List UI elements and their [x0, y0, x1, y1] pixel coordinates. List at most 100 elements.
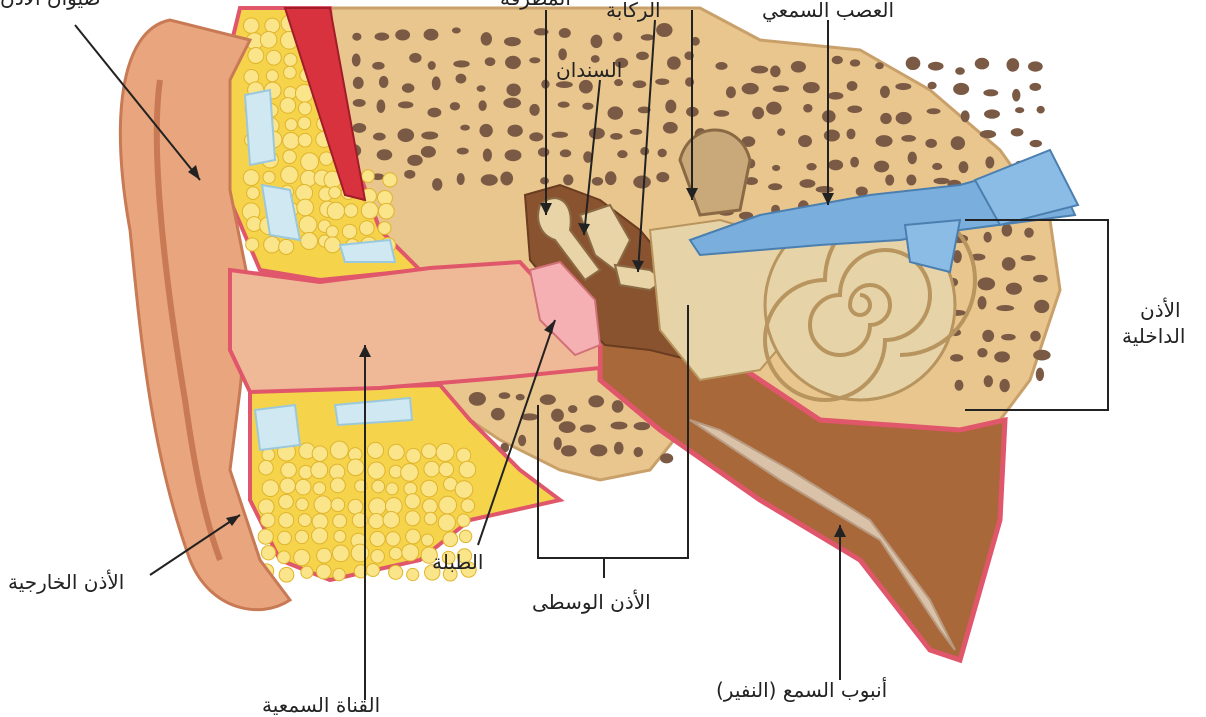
bone-pore — [588, 395, 604, 407]
fat-globule — [284, 53, 297, 66]
bone-pore — [928, 82, 937, 89]
bone-pore — [379, 76, 389, 88]
bone-pore — [500, 171, 513, 185]
bone-pore — [663, 122, 678, 134]
bone-pore — [580, 425, 596, 433]
bone-pore — [847, 106, 862, 113]
bone-pore — [460, 125, 470, 131]
bone-pore — [874, 161, 889, 173]
bone-pore — [478, 100, 486, 111]
bone-pore — [453, 60, 469, 67]
fat-globule — [389, 547, 402, 560]
fat-globule — [243, 170, 259, 186]
label-inner-ear-line1: الأذن — [1140, 298, 1181, 322]
bone-pore — [395, 29, 410, 40]
fat-globule — [263, 171, 275, 183]
fat-globule — [279, 239, 294, 254]
bone-pore — [398, 101, 413, 108]
fat-globule — [301, 233, 318, 250]
bone-pore — [777, 128, 785, 135]
fat-globule — [262, 480, 279, 497]
fat-globule — [369, 498, 386, 515]
bone-pore — [630, 129, 643, 135]
bone-pore — [560, 149, 571, 157]
fat-globule — [298, 514, 311, 527]
bone-pore — [613, 32, 622, 41]
bone-pore — [977, 348, 987, 357]
fat-globule — [439, 496, 457, 514]
bone-pore — [847, 129, 856, 140]
bone-pore — [656, 23, 672, 37]
bone-pore — [457, 148, 469, 155]
bone-pore — [1034, 300, 1049, 313]
bone-pore — [983, 232, 991, 243]
bone-pore — [978, 296, 987, 309]
fat-globule — [406, 529, 421, 544]
bone-pore — [636, 52, 649, 60]
fat-globule — [299, 216, 317, 234]
bone-pore — [828, 160, 843, 171]
bone-pore — [563, 174, 573, 185]
bone-pore — [503, 98, 521, 108]
bone-pore — [959, 161, 969, 173]
bone-pore — [1011, 128, 1024, 136]
bone-pore — [996, 305, 1014, 311]
bone-pore — [983, 89, 998, 96]
fat-globule — [332, 545, 349, 562]
bone-pore — [499, 392, 511, 399]
fat-globule — [438, 514, 455, 531]
bone-pore — [529, 132, 543, 141]
bone-pore — [450, 102, 460, 110]
bone-pore — [850, 157, 859, 168]
bone-pore — [752, 107, 764, 119]
bone-pore — [404, 170, 415, 179]
fat-globule — [248, 48, 264, 64]
bone-pore — [927, 108, 941, 114]
fat-globule — [401, 464, 419, 482]
bone-pore — [984, 375, 993, 387]
bone-pore — [895, 83, 911, 90]
bone-pore — [1002, 257, 1016, 270]
bone-pore — [766, 102, 781, 115]
fat-globule — [330, 464, 345, 479]
bone-pore — [456, 74, 467, 84]
fat-globule — [247, 217, 262, 232]
bone-pore — [1024, 228, 1034, 238]
bone-pore — [353, 123, 367, 133]
fat-globule — [299, 465, 313, 479]
bone-pore — [432, 178, 442, 191]
bone-pore — [591, 35, 603, 49]
bone-pore — [516, 394, 525, 401]
bone-pore — [726, 86, 736, 98]
bone-pore — [667, 56, 681, 69]
bone-pore — [421, 131, 438, 139]
label-stirrup: الركابة — [606, 0, 661, 22]
bone-pore — [505, 56, 521, 69]
bone-pore — [377, 149, 393, 160]
bone-pore — [582, 103, 593, 110]
bone-pore — [816, 186, 834, 193]
fat-globule — [366, 563, 379, 576]
fat-globule — [312, 514, 328, 530]
fat-globule — [313, 482, 326, 495]
fat-globule — [295, 530, 308, 543]
bone-pore — [847, 81, 858, 91]
bone-pore — [634, 422, 650, 430]
fat-globule — [383, 512, 400, 529]
bone-pore — [641, 34, 654, 40]
bone-pore — [592, 177, 603, 186]
fat-globule — [325, 237, 341, 253]
bone-pore — [589, 128, 605, 140]
bone-pore — [982, 330, 994, 342]
fat-globule — [298, 133, 312, 147]
fat-globule — [368, 462, 385, 479]
fat-globule — [370, 531, 385, 546]
bone-pore — [828, 92, 844, 100]
fat-globule — [422, 499, 437, 514]
bone-pore — [1006, 283, 1022, 295]
fat-globule — [367, 442, 383, 458]
cartilage-3 — [340, 240, 395, 262]
bone-pore — [559, 421, 576, 433]
bone-pore — [611, 422, 628, 430]
bone-pore — [561, 445, 577, 456]
